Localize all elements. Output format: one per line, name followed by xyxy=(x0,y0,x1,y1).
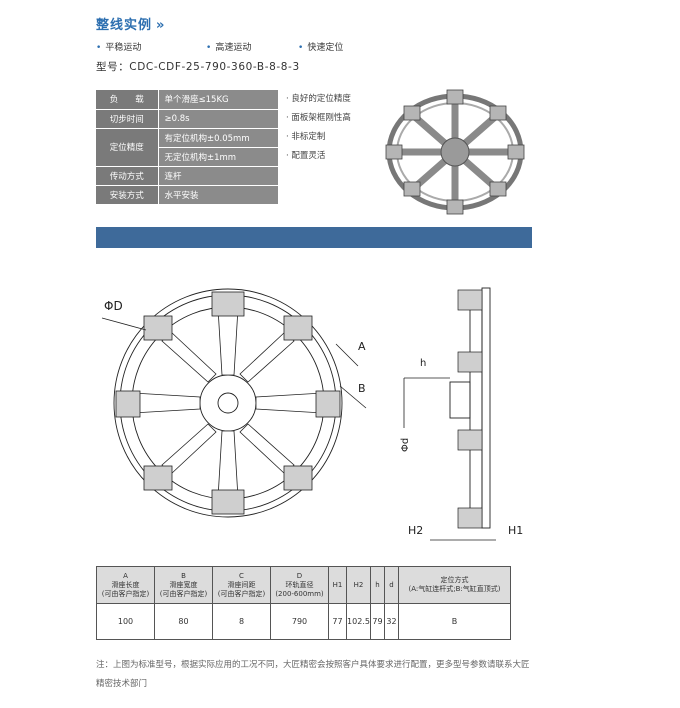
dim-header-h1: H1 xyxy=(328,566,347,604)
dim-label-H2: H2 xyxy=(408,524,423,537)
header-name: 环轨直径 xyxy=(285,580,314,589)
dim-value: 80 xyxy=(154,603,213,640)
dim-header-positioning: 定位方式(A:气缸连杆式;B:气缸直顶式) xyxy=(398,566,511,604)
chevron-right-icon: » xyxy=(156,18,166,33)
header-note: (可由客户指定) xyxy=(101,589,150,598)
dim-value: 32 xyxy=(384,603,399,640)
dim-label-H1: H1 xyxy=(508,524,523,537)
dim-label-d: Φd xyxy=(400,438,411,452)
advantage-item: 面板架框刚性高 xyxy=(286,109,351,128)
spec-value: 无定位机构±1mm xyxy=(158,147,278,167)
spec-key: 定位精度 xyxy=(96,128,159,167)
dim-label-h: h xyxy=(420,358,426,369)
header-note: (200-600mm) xyxy=(275,589,324,598)
header-name: (A:气缸连杆式;B:气缸直顶式) xyxy=(408,585,501,593)
side-view-drawing: h Φd H2 H1 xyxy=(400,287,523,541)
spec-key: 传动方式 xyxy=(96,166,159,186)
section-title-text: 整线实例 xyxy=(96,18,153,33)
feature-item: 快速定位 xyxy=(298,40,343,53)
footnote: 注：上图为标准型号，根据实际应用的工况不同，大匠精密会按照客户具体要求进行配置，… xyxy=(96,660,530,689)
dim-value: 79 xyxy=(370,603,385,640)
advantage-item: 良好的定位精度 xyxy=(286,90,351,109)
spec-key: 安装方式 xyxy=(96,185,159,205)
section-title: 整线实例» xyxy=(96,14,165,33)
header-name: 滑座宽度 xyxy=(169,580,198,589)
advantage-item: 配置灵活 xyxy=(286,147,351,166)
feature-item: 平稳运动 xyxy=(96,40,141,53)
spec-value: 单个滑座≤15KG xyxy=(158,90,278,110)
advantage-list: 良好的定位精度 面板架框刚性高 非标定制 配置灵活 xyxy=(286,90,351,166)
feature-item: 高速运动 xyxy=(206,40,251,53)
spec-table: 负 载 单个滑座≤15KG 切步时间 ≥0.8s 定位精度 有定位机构±0.05… xyxy=(96,90,278,205)
dim-header-h: h xyxy=(370,566,385,604)
header-name: 滑座间距 xyxy=(227,580,256,589)
spec-row: 定位精度 有定位机构±0.05mm xyxy=(96,128,278,167)
dim-value: 790 xyxy=(270,603,329,640)
dim-value: 77 xyxy=(328,603,347,640)
dimension-value-row: 100 80 8 790 77 102.5 79 32 B xyxy=(96,603,511,640)
spec-row: 安装方式 水平安装 xyxy=(96,185,278,205)
dim-value: 100 xyxy=(96,603,155,640)
header-name: 滑座长度 xyxy=(111,580,140,589)
advantage-item: 非标定制 xyxy=(286,128,351,147)
dim-label-A: A xyxy=(358,340,366,353)
spec-value: 水平安装 xyxy=(158,185,278,205)
spec-value: 连杆 xyxy=(158,166,278,186)
spec-row: 传动方式 连杆 xyxy=(96,166,278,186)
dim-header-h2: H2 xyxy=(346,566,371,604)
header-code: A xyxy=(123,571,128,580)
header-code: B xyxy=(181,571,186,580)
dim-value: 102.5 xyxy=(346,603,371,640)
spec-row: 切步时间 ≥0.8s xyxy=(96,109,278,129)
spec-value: 有定位机构±0.05mm xyxy=(158,128,278,148)
front-view-drawing: ΦD A B xyxy=(101,288,367,518)
dim-label-D: ΦD xyxy=(104,299,123,313)
spec-row: 无定位机构±1mm xyxy=(96,147,278,167)
header-code: 定位方式 xyxy=(440,576,469,584)
product-render-image xyxy=(385,89,525,215)
section-divider-bar xyxy=(96,227,532,248)
header-code: C xyxy=(239,571,244,580)
dim-value: B xyxy=(398,603,511,640)
dim-header-small-d: d xyxy=(384,566,399,604)
model-number: 型号：CDC-CDF-25-790-360-B-8-8-3 xyxy=(96,61,300,73)
header-code: D xyxy=(296,571,303,580)
dim-label-B: B xyxy=(358,382,366,395)
spec-key: 负 载 xyxy=(96,90,159,110)
spec-row: 负 载 单个滑座≤15KG xyxy=(96,90,278,110)
spec-key: 切步时间 xyxy=(96,109,159,129)
dim-value: 8 xyxy=(212,603,271,640)
spec-value: ≥0.8s xyxy=(158,109,278,129)
header-note: (可由客户指定) xyxy=(217,589,266,598)
header-note: (可由客户指定) xyxy=(159,589,208,598)
